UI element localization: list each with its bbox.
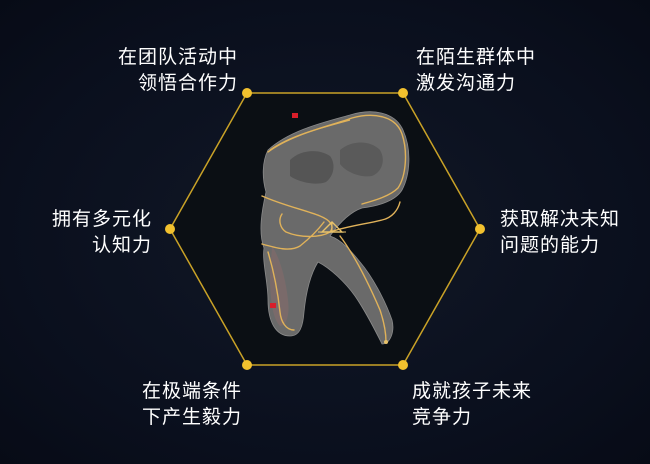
label-line: 领悟合作力 <box>137 72 238 94</box>
label-line: 激发沟通力 <box>416 72 517 94</box>
label-line: 认知力 <box>91 234 152 256</box>
label-line: 拥有多元化 <box>51 208 152 230</box>
vertex-dot-top-left <box>242 88 252 98</box>
label-bottom-left: 在极端条件 下产生毅力 <box>142 378 242 430</box>
label-mid-left: 拥有多元化 认知力 <box>52 206 152 258</box>
fist-shade-2 <box>340 142 383 177</box>
label-bottom-right: 成就孩子未来 竞争力 <box>412 378 532 430</box>
label-line: 获取解决未知 <box>500 208 621 230</box>
route-end-dot <box>384 340 388 344</box>
label-line: 在陌生群体中 <box>416 46 537 68</box>
fist-map-illustration <box>260 111 410 345</box>
vertex-dot-bottom-left <box>242 360 252 370</box>
flag-icon <box>270 303 276 308</box>
vertex-dot-mid-left <box>165 224 175 234</box>
label-line: 成就孩子未来 <box>412 380 533 402</box>
label-line: 在团队活动中 <box>117 46 238 68</box>
vertex-dot-mid-right <box>475 224 485 234</box>
tent-icon <box>318 221 346 233</box>
label-mid-right: 获取解决未知 问题的能力 <box>500 206 620 258</box>
flag-icon <box>292 113 298 118</box>
fist-shade-1 <box>290 151 334 184</box>
label-line: 下产生毅力 <box>141 406 242 428</box>
vertex-dot-top-right <box>398 88 408 98</box>
label-line: 问题的能力 <box>500 234 601 256</box>
vertex-dots <box>165 88 485 370</box>
label-line: 在极端条件 <box>141 380 242 402</box>
label-top-right: 在陌生群体中 激发沟通力 <box>416 44 536 96</box>
vertex-dot-bottom-right <box>398 360 408 370</box>
label-line: 竞争力 <box>412 406 473 428</box>
label-top-left: 在团队活动中 领悟合作力 <box>118 44 238 96</box>
